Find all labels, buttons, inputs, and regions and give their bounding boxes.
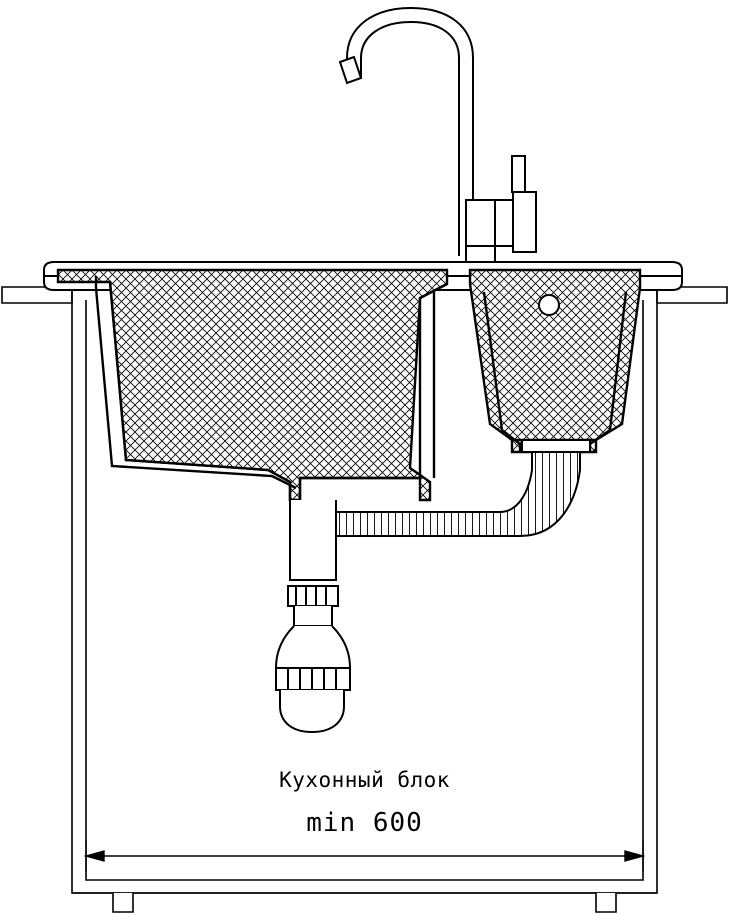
cabinet-outline	[71, 287, 658, 894]
cabinet-leg-left	[112, 893, 134, 913]
sink-bowl-small	[468, 268, 642, 454]
drain-hole-icon	[538, 294, 560, 316]
dimension-value-label: min 600	[306, 808, 423, 838]
faucet-body	[465, 199, 496, 271]
dimension-arrow-right	[624, 850, 646, 862]
siphon-bottle	[275, 478, 421, 734]
dimension-line	[83, 840, 646, 872]
cabinet-label: Кухонный блок	[279, 768, 450, 792]
faucet-handle-icon	[482, 155, 537, 253]
faucet-icon	[338, 6, 481, 268]
corrugated-hose	[335, 439, 591, 537]
dimension-arrow-left	[83, 850, 105, 862]
sink-bowl-large	[56, 268, 449, 502]
cabinet-leg-right	[595, 893, 617, 913]
